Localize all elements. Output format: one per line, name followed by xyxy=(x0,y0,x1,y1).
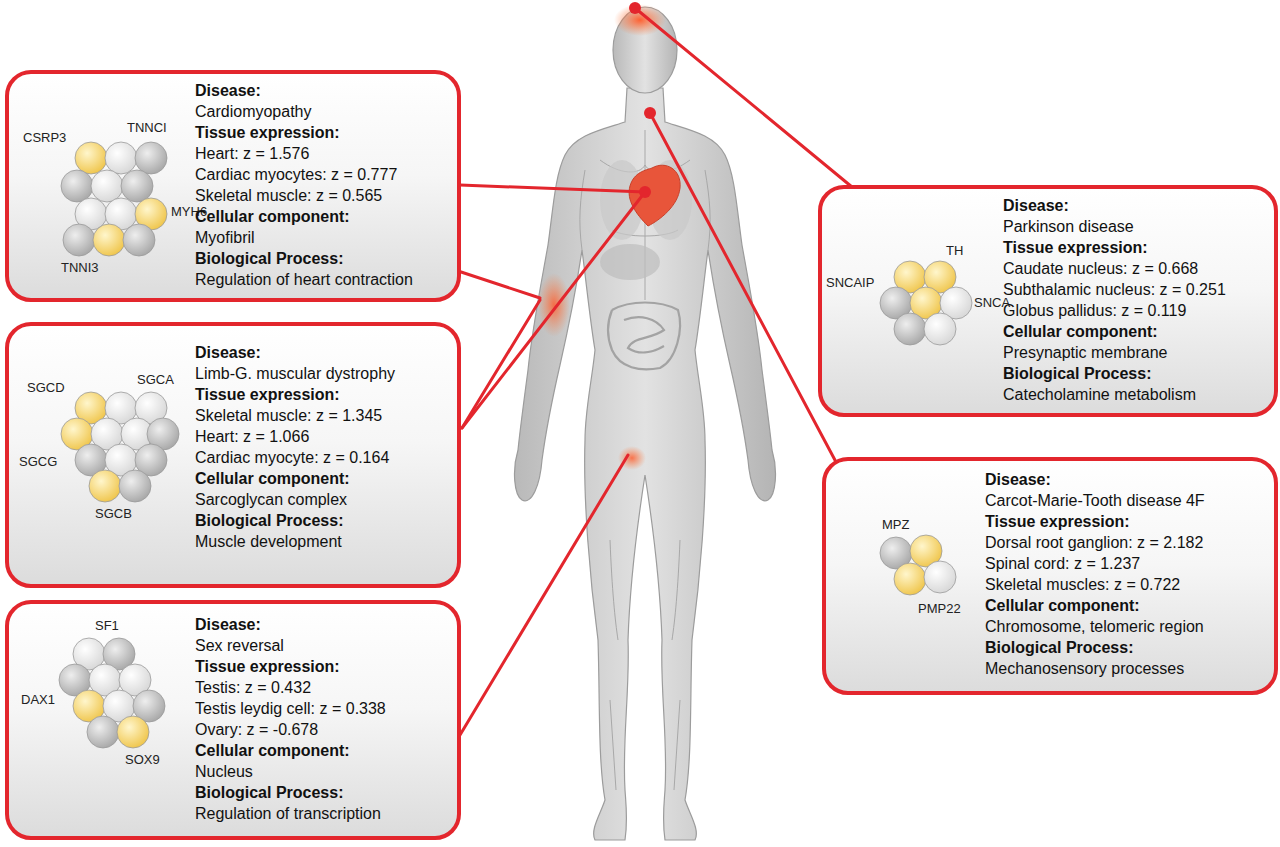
field-value: Catecholamine metabolism xyxy=(1003,384,1226,405)
field-value: Myofibril xyxy=(195,227,413,248)
text-column: Disease:Sex reversalTissue expression:Te… xyxy=(195,614,386,824)
gene-circle xyxy=(117,716,149,748)
gene-circle xyxy=(135,142,167,174)
gene-circle xyxy=(121,170,153,202)
field-value: Globus pallidus: z = 0.119 xyxy=(1003,300,1226,321)
field-value: Testis: z = 0.432 xyxy=(195,677,386,698)
field-value: Limb-G. muscular dystrophy xyxy=(195,363,395,384)
gene-label: DAX1 xyxy=(21,692,55,707)
gene-label: MPZ xyxy=(882,517,909,532)
field-heading: Disease: xyxy=(985,469,1205,490)
gene-label: SF1 xyxy=(95,618,119,633)
field-value: Nucleus xyxy=(195,761,386,782)
field-heading: Tissue expression: xyxy=(195,656,386,677)
field-heading: Disease: xyxy=(195,80,413,101)
disease-box: SNCAIPTHSNCADisease:Parkinson diseaseTis… xyxy=(818,185,1278,417)
field-value: Spinal cord: z = 1.237 xyxy=(985,553,1205,574)
gene-circle xyxy=(105,142,137,174)
text-column: Disease:Parkinson diseaseTissue expressi… xyxy=(1003,195,1226,405)
gene-label: SGCD xyxy=(27,380,65,395)
gene-circle xyxy=(63,224,95,256)
gene-circle xyxy=(89,470,121,502)
gene-circle xyxy=(75,142,107,174)
field-value: Dorsal root ganglion: z = 2.182 xyxy=(985,532,1205,553)
field-value: Regulation of transcription xyxy=(195,803,386,824)
field-value: Subthalamic nucleus: z = 0.251 xyxy=(1003,279,1226,300)
field-value: Cardiac myocyte: z = 0.164 xyxy=(195,447,395,468)
gene-circle xyxy=(894,563,926,595)
field-heading: Cellular component: xyxy=(195,468,395,489)
gene-label: SNCAIP xyxy=(826,275,874,290)
gene-label: CSRP3 xyxy=(23,130,66,145)
text-column: Disease:Limb-G. muscular dystrophyTissue… xyxy=(195,342,395,552)
gene-circle xyxy=(87,716,119,748)
gene-label: TNNI3 xyxy=(61,260,99,275)
field-heading: Tissue expression: xyxy=(195,384,395,405)
field-heading: Disease: xyxy=(195,342,395,363)
field-value: Cardiac myocytes: z = 0.777 xyxy=(195,164,413,185)
field-value: Carcot-Marie-Tooth disease 4F xyxy=(985,490,1205,511)
field-value: Skeletal muscle: z = 1.345 xyxy=(195,405,395,426)
disease-box: MPZ PMP22 Disease:Carcot-Marie-Tooth disea… xyxy=(822,457,1278,695)
field-value: Mechanosensory processes xyxy=(985,658,1205,679)
text-column: Disease:CardiomyopathyTissue expression:… xyxy=(195,80,413,290)
field-value: Chromosome, telomeric region xyxy=(985,616,1205,637)
field-heading: Disease: xyxy=(1003,195,1226,216)
disease-box: CSRP3TNNCIMYH6TNNI3Disease:Cardiomyopath… xyxy=(5,70,461,302)
gene-circle xyxy=(119,470,151,502)
field-value: Regulation of heart contraction xyxy=(195,269,413,290)
gene-circle xyxy=(924,313,956,345)
gene-label: TH xyxy=(946,243,963,258)
field-value: Heart: z = 1.576 xyxy=(195,143,413,164)
gene-circle xyxy=(894,313,926,345)
gene-label: SGCA xyxy=(137,372,174,387)
field-value: Cardiomyopathy xyxy=(195,101,413,122)
field-heading: Biological Process: xyxy=(1003,363,1226,384)
gene-label: SOX9 xyxy=(125,752,160,767)
field-heading: Biological Process: xyxy=(195,248,413,269)
gene-circle xyxy=(924,561,956,593)
field-heading: Cellular component: xyxy=(195,740,386,761)
gene-label: TNNCI xyxy=(127,120,167,135)
gene-circle xyxy=(123,224,155,256)
field-value: Presynaptic membrane xyxy=(1003,342,1226,363)
disease-box: SF1DAX1SOX9 Disease:Sex reversalTissue ex… xyxy=(5,600,461,840)
field-heading: Biological Process: xyxy=(985,637,1205,658)
field-heading: Tissue expression: xyxy=(1003,237,1226,258)
field-heading: Biological Process: xyxy=(195,782,386,803)
gene-label: SGCB xyxy=(95,506,132,521)
field-value: Heart: z = 1.066 xyxy=(195,426,395,447)
field-value: Sarcoglycan complex xyxy=(195,489,395,510)
field-value: Caudate nucleus: z = 0.668 xyxy=(1003,258,1226,279)
field-heading: Biological Process: xyxy=(195,510,395,531)
field-value: Skeletal muscles: z = 0.722 xyxy=(985,574,1205,595)
gene-label: SGCG xyxy=(19,454,57,469)
disease-box: SGCD SGCA SGCG SGCB Disease:Limb-G. muscular… xyxy=(5,322,461,588)
gene-circle xyxy=(93,224,125,256)
text-column: Disease:Carcot-Marie-Tooth disease 4FTis… xyxy=(985,469,1205,679)
gene-circle xyxy=(91,170,123,202)
field-value: Skeletal muscle: z = 0.565 xyxy=(195,185,413,206)
gene-label: PMP22 xyxy=(918,601,961,616)
field-heading: Disease: xyxy=(195,614,386,635)
field-heading: Cellular component: xyxy=(195,206,413,227)
field-value: Ovary: z = -0.678 xyxy=(195,719,386,740)
field-value: Testis leydig cell: z = 0.338 xyxy=(195,698,386,719)
field-heading: Tissue expression: xyxy=(985,511,1205,532)
gene-circle xyxy=(61,170,93,202)
field-value: Parkinson disease xyxy=(1003,216,1226,237)
field-heading: Tissue expression: xyxy=(195,122,413,143)
field-value: Muscle development xyxy=(195,531,395,552)
field-heading: Cellular component: xyxy=(1003,321,1226,342)
field-value: Sex reversal xyxy=(195,635,386,656)
field-heading: Cellular component: xyxy=(985,595,1205,616)
